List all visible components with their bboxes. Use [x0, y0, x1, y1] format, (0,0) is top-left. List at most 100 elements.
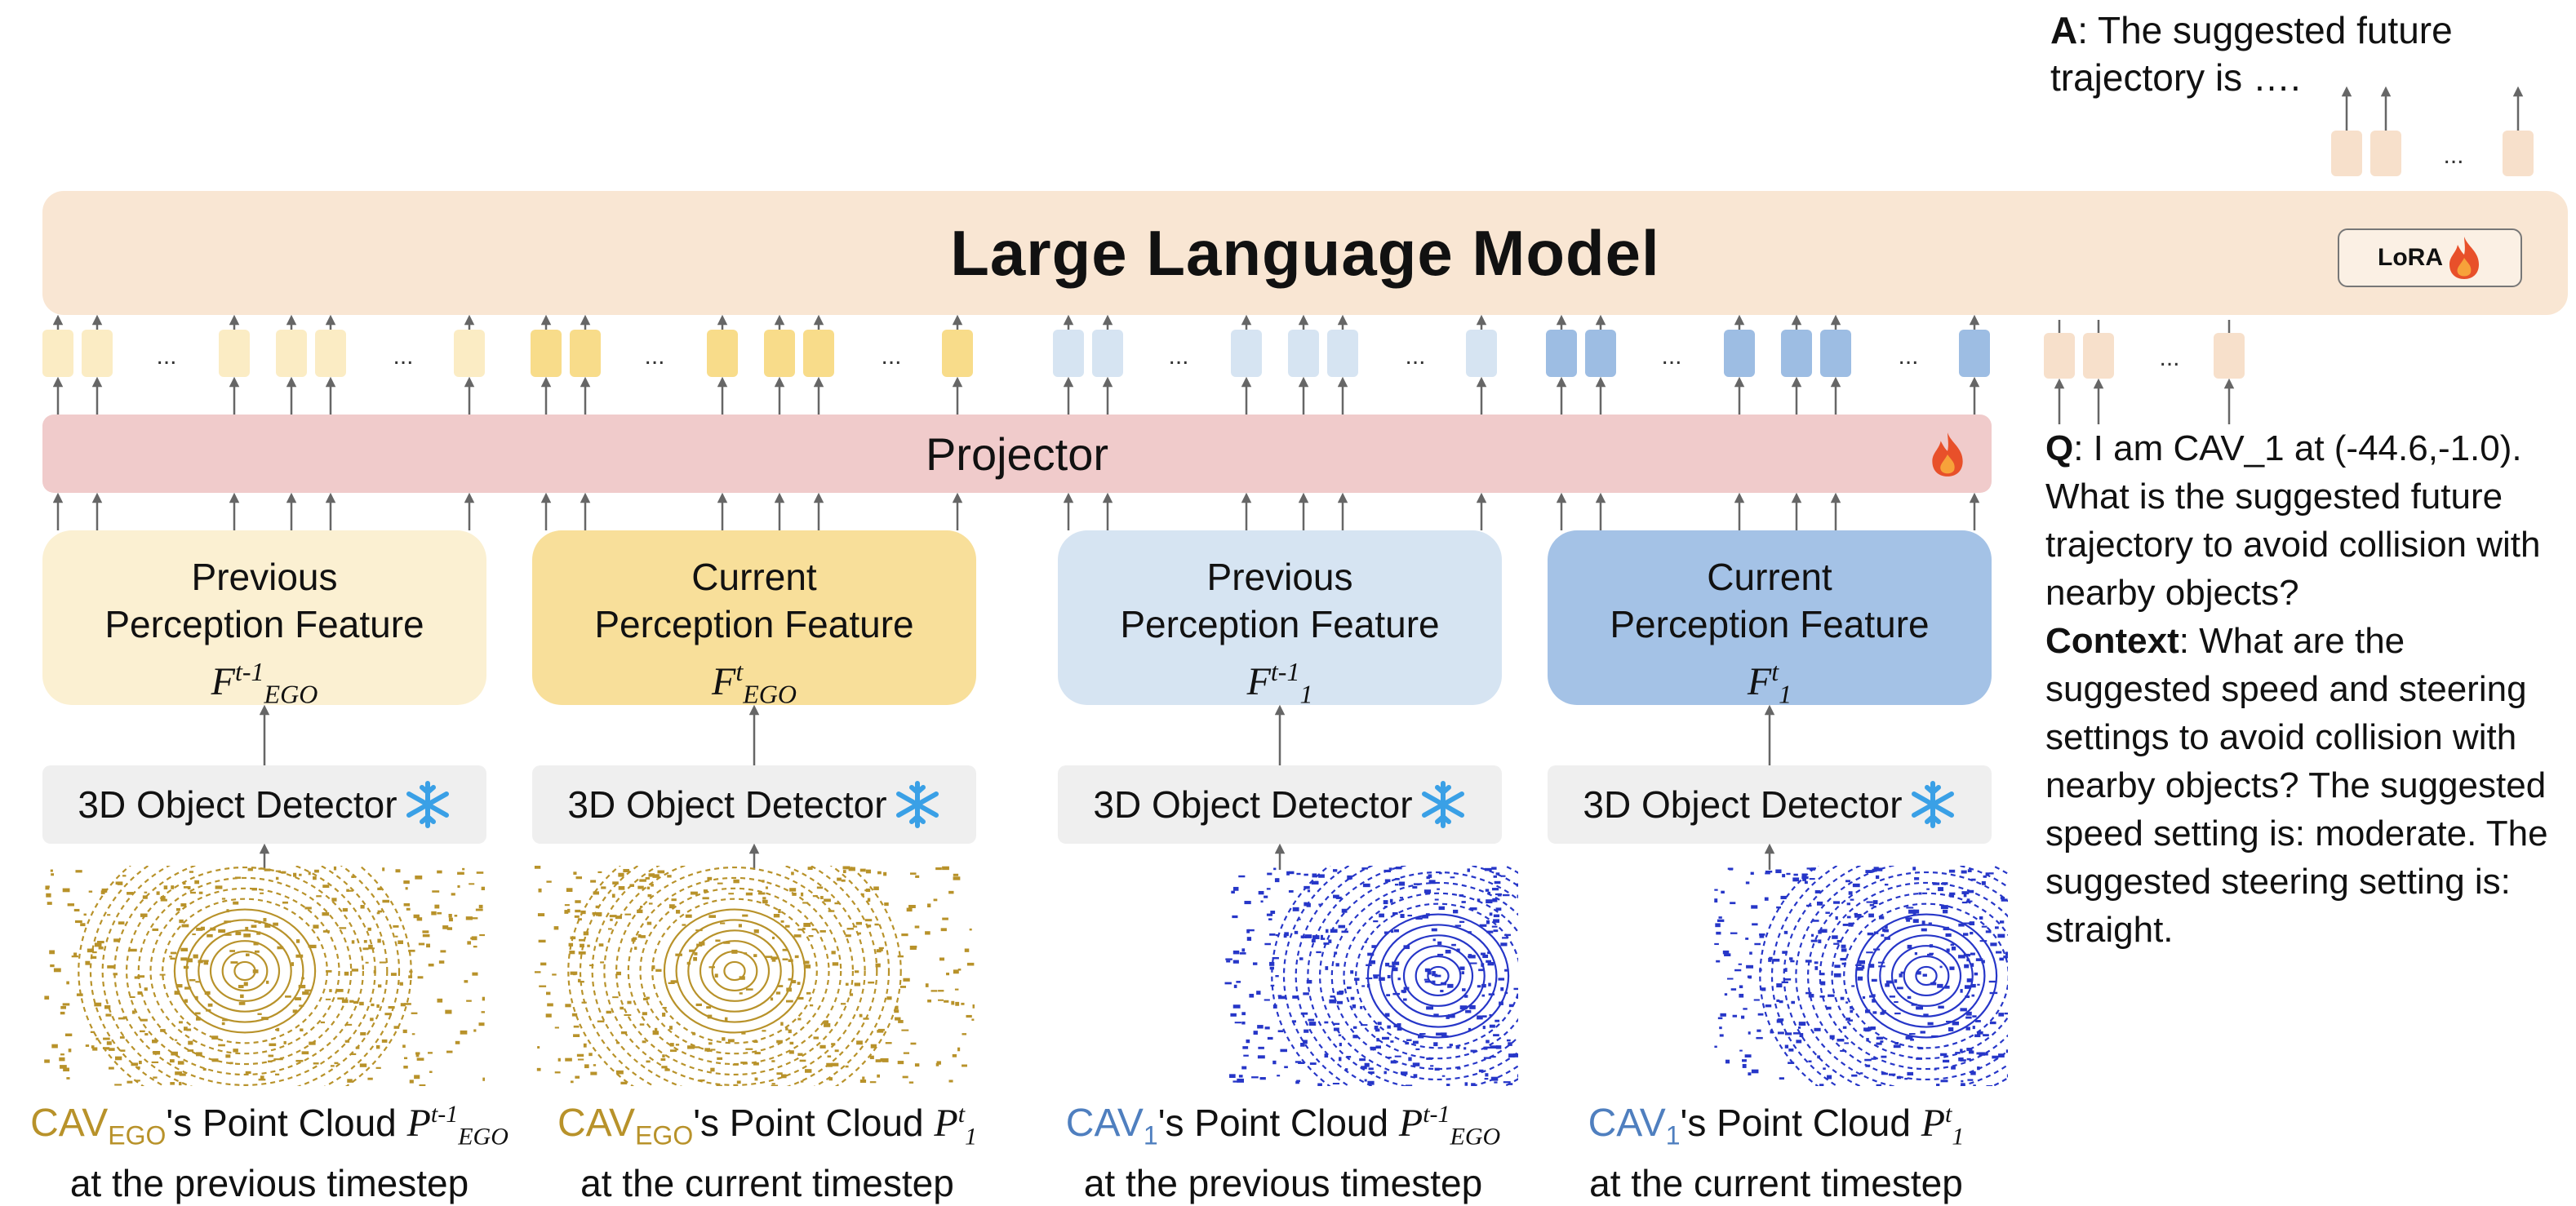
point — [393, 1026, 400, 1029]
point — [235, 931, 242, 936]
point — [1777, 1031, 1784, 1035]
point — [1965, 1016, 1972, 1019]
point — [388, 1005, 395, 1009]
point — [693, 1046, 700, 1049]
point — [229, 1062, 233, 1065]
point — [413, 914, 420, 919]
point — [200, 926, 205, 931]
point — [1871, 978, 1877, 982]
point — [1983, 1053, 1988, 1056]
point — [1873, 931, 1879, 934]
point — [1330, 995, 1335, 998]
point — [1716, 931, 1721, 935]
feature-symbol: Ft1 — [1747, 657, 1792, 709]
point — [1927, 1022, 1934, 1026]
point — [969, 928, 972, 931]
point — [1739, 993, 1744, 998]
point — [1940, 905, 1948, 910]
point — [793, 934, 802, 938]
point — [797, 929, 804, 931]
point — [94, 942, 102, 947]
point — [1724, 993, 1728, 996]
point — [1949, 892, 1956, 895]
point — [595, 911, 602, 916]
point — [955, 1001, 960, 1006]
point — [584, 1064, 589, 1069]
point — [1851, 1074, 1858, 1077]
point — [620, 1006, 624, 1010]
point — [831, 1043, 836, 1046]
point — [1866, 1038, 1869, 1042]
point — [708, 966, 715, 969]
point — [942, 866, 949, 871]
point — [1266, 913, 1273, 916]
point — [788, 959, 793, 962]
point — [179, 1073, 186, 1076]
point — [1790, 960, 1795, 963]
point — [73, 952, 78, 957]
point — [1973, 1084, 1976, 1086]
point — [1819, 1084, 1824, 1086]
point — [1369, 960, 1376, 964]
ellipsis: ... — [881, 343, 901, 370]
point — [686, 961, 691, 965]
point — [557, 1057, 561, 1062]
point — [1806, 867, 1812, 870]
point — [1252, 962, 1258, 965]
point — [189, 978, 196, 982]
point — [1464, 995, 1468, 998]
point — [258, 1078, 266, 1081]
point — [1742, 1063, 1747, 1068]
point — [538, 939, 546, 943]
point — [1388, 965, 1396, 968]
point — [1910, 1039, 1914, 1041]
point — [1291, 1020, 1296, 1023]
point — [1434, 1067, 1440, 1071]
point — [309, 1041, 316, 1045]
scan-ring — [567, 866, 902, 1086]
point — [1467, 868, 1470, 872]
point — [204, 991, 211, 995]
scan-ring — [1903, 955, 1950, 997]
point — [1950, 943, 1955, 947]
point — [808, 935, 814, 938]
point — [1438, 906, 1445, 911]
point — [771, 1060, 775, 1062]
point — [540, 962, 547, 966]
point — [939, 957, 945, 961]
point — [1998, 1013, 2005, 1017]
point — [1459, 966, 1465, 970]
point — [567, 908, 571, 913]
point — [1347, 875, 1352, 880]
point — [347, 1079, 353, 1083]
point — [1916, 1006, 1924, 1010]
point — [127, 892, 134, 895]
point — [1748, 1072, 1752, 1076]
point — [80, 923, 86, 927]
point — [1784, 968, 1788, 973]
point — [299, 873, 302, 876]
point — [350, 1053, 357, 1056]
point — [1948, 894, 1953, 897]
point — [1497, 893, 1502, 897]
point — [258, 921, 262, 924]
point — [862, 1076, 865, 1080]
point — [1478, 1069, 1484, 1073]
point — [377, 910, 383, 913]
feature-line1: Current — [691, 556, 817, 598]
point — [382, 899, 390, 903]
point — [2000, 897, 2005, 900]
point — [428, 1052, 433, 1054]
point — [707, 1014, 713, 1019]
point — [733, 879, 739, 884]
point — [1433, 1042, 1438, 1047]
point — [175, 1071, 182, 1075]
point — [845, 982, 849, 986]
point — [309, 944, 317, 949]
point — [816, 886, 824, 889]
point — [631, 938, 636, 942]
point — [1848, 922, 1854, 927]
point — [1948, 869, 1956, 873]
point — [2000, 920, 2005, 924]
point — [1463, 1047, 1467, 1050]
